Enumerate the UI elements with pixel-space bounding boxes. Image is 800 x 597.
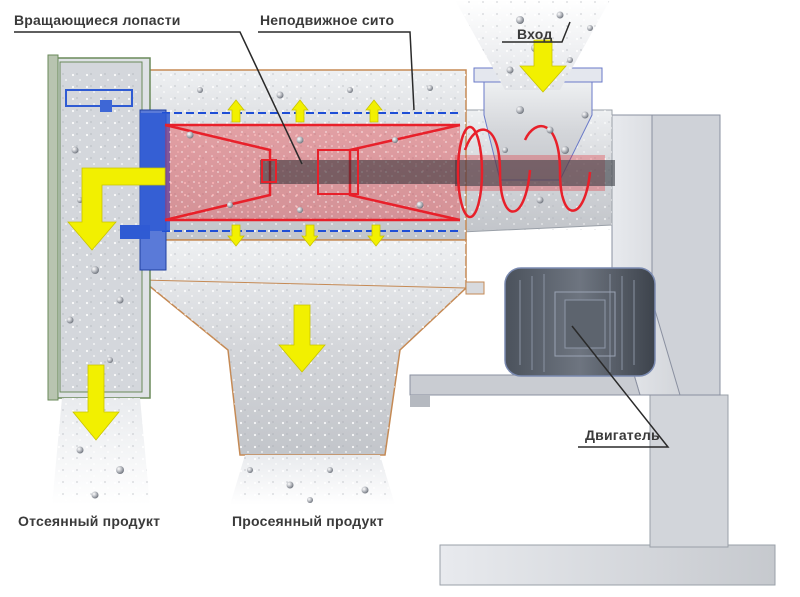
material-particles — [66, 11, 593, 503]
motor — [504, 267, 656, 377]
motor-label: Двигатель — [585, 427, 660, 443]
oversize-product-label: Отсеянный продукт — [18, 513, 161, 529]
oversize-turn-arrow — [67, 167, 166, 251]
inlet-arrow — [519, 39, 567, 93]
sifted-product-label: Просеянный продукт — [232, 513, 384, 529]
inlet-label: Вход — [517, 26, 553, 42]
oversize-exit-arrow — [72, 364, 120, 441]
fine-product-arrow — [278, 304, 326, 373]
rotating-blades-label: Вращающиеся лопасти — [14, 12, 181, 28]
oversize-outlet — [47, 54, 167, 401]
flow-arrows — [67, 39, 567, 441]
oversize-product-stream — [52, 398, 150, 505]
leader-lines — [14, 21, 670, 448]
screw-conveyor — [455, 125, 615, 219]
rotor-blades — [164, 123, 461, 222]
sifted-product-stream — [230, 455, 395, 505]
fixed-sieve-label: Неподвижное сито — [260, 12, 395, 28]
